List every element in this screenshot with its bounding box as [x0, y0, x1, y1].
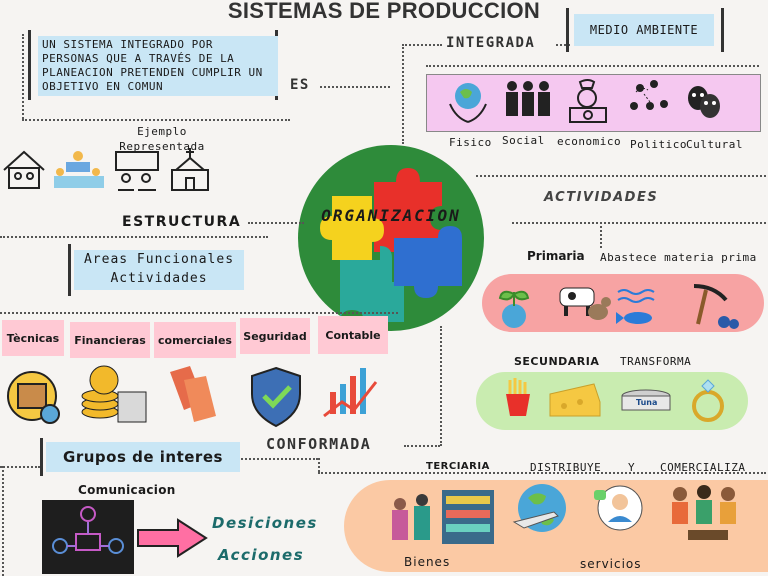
environment-icons: [449, 79, 720, 123]
area-seguridad: Seguridad: [240, 318, 310, 354]
definition-box: UN SISTEMA INTEGRADO POR PERSONAS QUE A …: [28, 30, 278, 100]
actividades-label: ACTIVIDADES: [544, 190, 659, 205]
servicios-label: servicios: [580, 557, 642, 571]
primaria-band: [482, 274, 764, 332]
area-icons: [7, 365, 378, 428]
integrada-label: INTEGRADA: [446, 35, 536, 51]
communication-network-icon: [42, 500, 134, 574]
grupos-box: Grupos de interes: [40, 438, 242, 476]
organization-puzzle: [298, 145, 484, 331]
store-shelves-icon: [442, 490, 494, 544]
acciones-label: Acciones: [218, 546, 305, 564]
social-people-icon: [506, 81, 550, 116]
medio-ambiente-text: MEDIO AMBIENTE: [574, 14, 714, 46]
terciaria-comercializa: COMERCIALIZA: [660, 461, 746, 474]
env-label-economico: economico: [557, 135, 622, 148]
kids-reading-icon: [672, 485, 736, 540]
church-icon: [171, 148, 209, 191]
grupos-text: Grupos de interes: [46, 442, 240, 472]
ring-icon: [692, 379, 724, 422]
terciaria-distribuye: DISTRIBUYE: [530, 461, 602, 474]
theater-masks-icon: [688, 86, 720, 118]
puzzle-yellow-piece-icon: [320, 196, 384, 260]
secundaria-icons: [506, 378, 724, 422]
terciaria-title: TERCIARIA: [426, 461, 490, 472]
areas-box: Areas Funcionales Actividades: [68, 244, 244, 296]
env-label-fisico: Fisico: [449, 136, 492, 149]
secundaria-desc: TRANSFORMA: [620, 355, 692, 368]
globe-hands-icon: [449, 83, 487, 123]
puzzle-red-piece-icon: [374, 168, 442, 252]
cow-duck-icon: [559, 287, 611, 320]
bienes-label: Bienes: [404, 555, 451, 569]
growth-chart-icon: [323, 368, 378, 418]
area-comerciales: comerciales: [154, 322, 236, 358]
tuna-label: Tuna: [636, 398, 658, 407]
tuna-can-icon: [621, 389, 671, 411]
terciaria-y: Y: [628, 461, 636, 474]
es-label: ES: [290, 77, 310, 93]
primaria-icons: [498, 284, 739, 329]
area-financieras: Financieras: [70, 322, 150, 358]
env-label-cultural: Cultural: [686, 138, 743, 151]
area-contable: Contable: [318, 316, 388, 354]
puzzle-teal-piece-icon: [340, 246, 404, 322]
organization-label: ORGANIZACION: [321, 206, 461, 225]
shield-check-icon: [251, 366, 301, 428]
cheese-icon: [549, 383, 601, 417]
puzzle-blue-piece-icon: [394, 226, 462, 298]
env-label-politico: Politico: [630, 138, 687, 151]
primaria-title: Primaria: [527, 249, 585, 263]
globe-plane-icon: [512, 484, 566, 532]
definition-text: UN SISTEMA INTEGRADO POR PERSONAS QUE A …: [38, 36, 278, 96]
terciaria-icons: [392, 484, 736, 544]
ejemplo-label: Ejemplo Representada: [119, 125, 205, 153]
page-title: SISTEMAS DE PRODUCCION: [227, 0, 541, 23]
coins-calculator-icon: [81, 365, 147, 423]
conformada-label: CONFORMADA: [266, 435, 372, 453]
areas-text: Areas Funcionales Actividades: [74, 250, 244, 290]
fries-icon: [506, 378, 530, 416]
gear-box-icon: [7, 371, 60, 424]
house-family-icon: [3, 150, 45, 189]
money-icon: [569, 79, 607, 123]
env-label-social: Social: [502, 134, 545, 147]
fish-waves-icon: [616, 289, 655, 324]
politics-people-icon: [630, 80, 668, 110]
sprout-globe-icon: [498, 290, 530, 328]
service-worker-icon: [594, 485, 643, 531]
comunicacion-label: Comunicacion: [78, 483, 176, 497]
area-tecnicas: Tècnicas: [2, 320, 64, 356]
example-icons: [3, 148, 209, 191]
classroom-icon: [115, 151, 159, 191]
pickaxe-ore-icon: [693, 284, 739, 329]
people-reading-icon: [54, 151, 104, 188]
shopping-people-icon: [392, 494, 430, 540]
desiciones-label: Desiciones: [212, 514, 318, 532]
medio-ambiente-box: MEDIO AMBIENTE: [566, 8, 724, 52]
secundaria-title: SECUNDARIA: [514, 355, 600, 368]
primaria-desc: Abastece materia prima: [600, 251, 757, 264]
estructura-label: ESTRUCTURA: [122, 214, 242, 230]
sale-tags-icon: [170, 366, 216, 422]
arrow-right-icon: [137, 518, 208, 558]
